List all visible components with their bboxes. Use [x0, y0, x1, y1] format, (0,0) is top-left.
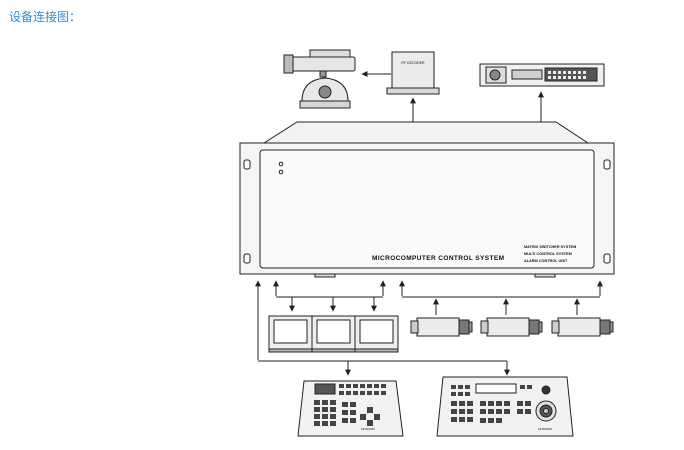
decoder-box: RF DECODER — [386, 51, 440, 95]
keyboard-bus — [255, 280, 510, 376]
camera-bus — [399, 280, 603, 315]
keyboard-right-label: KEYBOARD — [538, 428, 552, 431]
chassis-title: MICROCOMPUTER CONTROL SYSTEM — [372, 255, 504, 262]
control-keyboard-left — [297, 380, 404, 437]
box-camera-2 — [480, 317, 543, 337]
monitor-wall — [268, 315, 399, 353]
monitor-bus — [273, 280, 386, 312]
chassis-line-3: ALARM CONTROL UNIT — [524, 259, 568, 263]
chassis-line-2: MULTI CONTROL SYSTEM — [524, 252, 572, 256]
recorder-unit — [479, 63, 605, 87]
chassis-line-1: MATRIX SWITCHER SYSTEM — [524, 245, 576, 249]
box-camera-3 — [551, 317, 614, 337]
control-chassis — [239, 121, 615, 278]
ptz-camera — [283, 49, 356, 109]
keyboard-left-label: KEYBOARD — [361, 428, 375, 431]
box-camera-1 — [410, 317, 473, 337]
diagram-caption: 设备连接图： — [9, 10, 82, 24]
decoder-label: RF DECODER — [401, 61, 425, 65]
control-keyboard-right — [436, 376, 574, 437]
